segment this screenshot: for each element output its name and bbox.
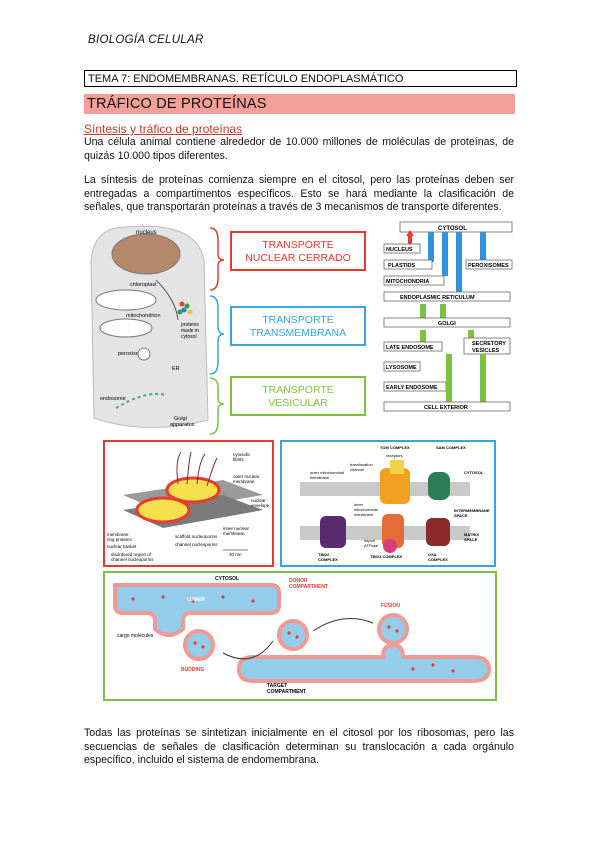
fc-cell-exterior: CELL EXTERIOR	[424, 405, 468, 411]
fc-mitochondria: MITOCHONDRIA	[386, 279, 429, 285]
np-channel: channel nucleoporins	[175, 542, 218, 547]
fc-late-endosome: LATE ENDOSOME	[386, 345, 434, 351]
np-basket: nuclear basket	[107, 544, 137, 549]
fc-er: ENDOPLASMIC RETICULUM	[400, 295, 475, 301]
ves-fusion: FUSION	[381, 603, 400, 609]
bracket-group	[209, 227, 225, 435]
endosome-label: endosome	[100, 396, 126, 402]
transport-vesicular-line1: TRANSPORTE	[262, 384, 334, 396]
tr-receptors: receptors	[386, 453, 403, 458]
proteins-cluster	[177, 301, 193, 315]
transport-vesicular-line2: VESICULAR	[268, 397, 328, 409]
course-title: BIOLOGÍA CELULAR	[88, 34, 204, 46]
fc-early-endosome: EARLY ENDOSOME	[386, 385, 438, 391]
paragraph-ribosomes: Todas las proteínas se sintetizan inicia…	[84, 727, 514, 766]
cell-diagram: nucleus chloroplast mitochondrion peroxi…	[90, 225, 209, 429]
section-title: TRÁFICO DE PROTEÍNAS	[84, 94, 515, 114]
transport-transmembrane-line2: TRANSMEMBRANA	[249, 327, 347, 339]
chloroplast-label: chloroplast	[130, 282, 157, 288]
mitochondrion-label: mitochondrion	[126, 313, 161, 319]
er-label: ER	[172, 366, 180, 372]
ves-cargo: cargo molecules	[117, 633, 154, 639]
paragraph-synthesis: La síntesis de proteínas comienza siempr…	[84, 174, 514, 213]
np-scaffold: scaffold nucleoporins	[175, 534, 218, 539]
fc-peroxisomes: PEROXISOMES	[468, 263, 509, 269]
transport-nuclear-box: TRANSPORTE NUCLEAR CERRADO	[230, 231, 366, 271]
fc-nucleus: NUCLEUS	[386, 247, 413, 253]
ves-cytosol: CYTOSOL	[215, 576, 239, 582]
transport-vesicular-box: TRANSPORTE VESICULAR	[230, 376, 366, 416]
fc-plastids: PLASTIDS	[388, 263, 416, 269]
tr-cytosol: CYTOSOL	[464, 470, 484, 475]
transport-transmembrane-line1: TRANSPORTE	[262, 314, 334, 326]
transport-nuclear-line2: NUCLEAR CERRADO	[245, 252, 351, 264]
transport-nuclear-line1: TRANSPORTE	[262, 239, 334, 251]
mitochondrial-translocator-diagram: TOM COMPLEX SAM COMPLEX receptors transl…	[280, 440, 496, 567]
tr-tim23: TIM23 COMPLEX	[370, 554, 403, 559]
protein-sorting-flowchart: CYTOSOL NUCLEUS PLASTIDS PEROXISOMES MIT…	[383, 221, 513, 412]
transport-transmembrane-box: TRANSPORTE TRANSMEMBRANA	[230, 306, 366, 346]
subheading: Síntesis y tráfico de proteínas	[84, 122, 243, 136]
np-scale: 30 nm	[229, 552, 242, 557]
peroxisome-label: peroxisome	[118, 351, 146, 357]
ves-budding: BUDDING	[181, 667, 204, 673]
fc-lysosome: LYSOSOME	[386, 365, 417, 371]
nucleus-shape	[111, 233, 181, 275]
fc-cytosol: CYTOSOL	[438, 226, 467, 232]
tr-sam: SAM COMPLEX	[436, 445, 466, 450]
paragraph-intro: Una célula animal contiene alrededor de …	[84, 136, 514, 162]
tr-tom: TOM COMPLEX	[380, 445, 410, 450]
ves-lumen: LUMEN	[187, 597, 205, 603]
topic-title: TEMA 7: ENDOMEMBRANAS. RETÍCULO ENDOPLAS…	[84, 70, 517, 87]
nucleus-label: nucleus	[136, 230, 157, 236]
fc-golgi: GOLGI	[438, 321, 456, 327]
